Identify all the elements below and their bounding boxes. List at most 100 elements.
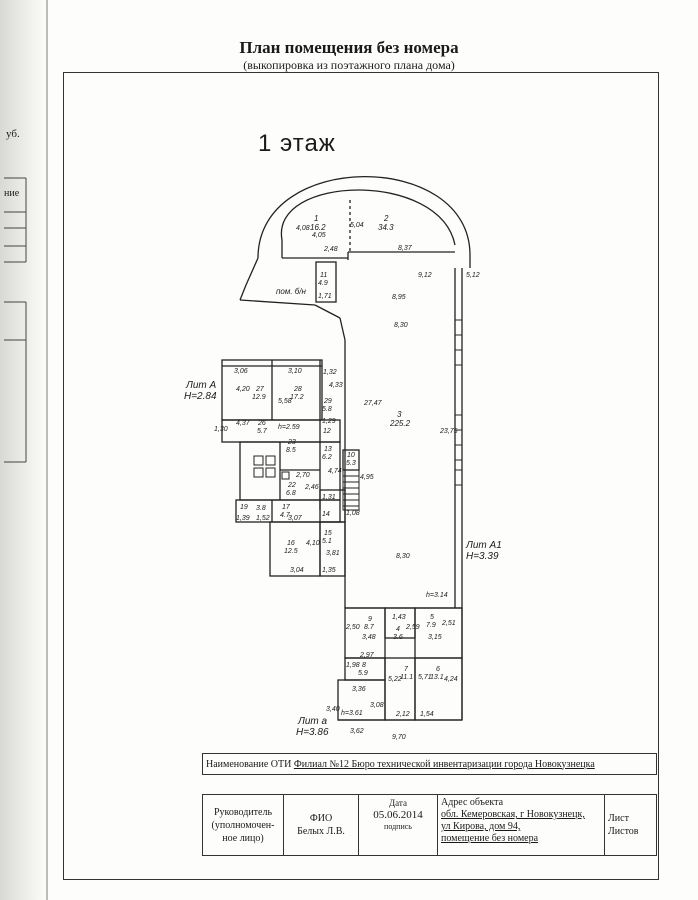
room-area: 5.7 [257,428,267,435]
room-area: 7.9 [426,622,436,629]
room-number: 13 [324,446,332,453]
room-area: 16.2 [310,223,326,232]
room-number: 17 [282,504,290,511]
stamp-head-cell: Руководитель (уполномочен- ное лицо) [202,794,284,856]
stamp-fio-cell: ФИО Белых Л.В. [283,794,359,856]
dimension: 4,05 [312,232,326,239]
stamp-sign-label: подпись [384,822,412,831]
stamp-address-line: помещение без номера [441,833,539,844]
binding-shadow [0,0,46,900]
dimension: 1,32 [323,369,337,376]
dimension: 27,47 [364,400,382,407]
room-number: 4 [396,626,400,633]
dimension: 4,33 [329,382,343,389]
room-number: 11 [320,272,328,279]
room-number: 27 [256,386,264,393]
dimension: 2,51 [442,620,456,627]
dimension: 3,40 [326,706,340,713]
stamp-head-label: ное лицо) [222,832,264,844]
dimension: 8,30 [394,322,408,329]
height-note: h=3.14 [426,592,448,599]
room-area: 6.8 [286,490,296,497]
dimension: 1,52 [256,515,270,522]
dimension: 1,35 [322,567,336,574]
height-note: h=3.61 [341,710,363,717]
dimension: 5,12 [466,272,480,279]
stamp-address-line: ул Кирова, дом 94, [441,821,521,832]
room-number: 12 [323,428,331,435]
dimension: 3,81 [326,550,340,557]
stamp-date-label: Дата [389,798,407,808]
stamp-name-cell: Наименование ОТИ Филиал №12 Бюро техниче… [202,753,657,775]
room-number: 1 [314,214,319,223]
room-area: 4.7 [280,512,290,519]
dimension: 3,62 [350,728,364,735]
dimension: 5,22 [388,676,402,683]
plan-outer-arc [257,176,471,268]
room-area: 8.7 [364,624,374,631]
dimension: 8,95 [392,294,406,301]
dimension: 5,71 [418,674,432,681]
document-subtitle: (выкопировка из поэтажного плана дома) [243,58,455,72]
room-number: 10 [347,452,355,459]
room-number: 23 [288,439,296,446]
stamp-fio-value: Белых Л.В. [297,826,345,837]
room-area: 3.8 [256,505,266,512]
room-number: 14 [322,511,330,518]
binding-edge [46,0,48,900]
dimension: 3,08 [370,702,384,709]
stamp-address-label: Адрес объекта [441,797,504,808]
room-area: 12.5 [284,548,298,555]
room-number: 7 [404,666,408,673]
lit-a-small-height: H=3.86 [296,727,329,738]
room-number: 16 [287,540,295,547]
dimension: 5,58 [278,398,292,405]
dimension: 3,07 [288,515,302,522]
dimension: 3,06 [234,368,248,375]
stamp-head-label: (уполномочен- [211,819,275,831]
dimension: 1,98 [346,662,360,669]
lit-a-label: Лит А [186,380,217,391]
dimension: 4,74 [328,468,342,475]
plan-inner-arc [280,189,456,246]
dimension: 2,48 [324,246,338,253]
dimension: 1,31 [322,494,336,501]
dimension: 2,46 [305,484,319,491]
dimension: 9,70 [392,734,406,741]
dimension: 4,10 [306,540,320,547]
room-area: 13.1 [430,674,444,681]
dimension: 1,71 [318,293,332,300]
drawing-frame [63,72,659,880]
dimension: 3,48 [362,634,376,641]
stamp-sheet-cell: Лист Листов [604,794,657,856]
dimension: 5,04 [350,222,364,229]
room-number: 3 [397,410,402,419]
dimension: 3,36 [352,686,366,693]
dimension: 2,12 [396,711,410,718]
stamp-name-row: Наименование ОТИ Филиал №12 Бюро техниче… [202,753,657,775]
room-number: 5 [430,614,434,621]
room-area: 4.9 [318,280,328,287]
document-title: План помещения без номера [239,38,459,57]
floor-label: 1 этаж [258,130,336,157]
dimension: 4,37 [236,420,250,427]
dimension: 23,75 [440,428,458,435]
lit-a-height: H=2.84 [184,391,217,402]
room-number: 8 [362,662,366,669]
room-number: 26 [258,420,266,427]
room-area: 12.9 [252,394,266,401]
dimension: 8,30 [396,553,410,560]
stamp-main-table: Руководитель (уполномочен- ное лицо) ФИО… [202,794,657,856]
dimension: 4,24 [444,676,458,683]
lit-a1-height: H=3.39 [466,551,499,562]
room-area: 5.9 [358,670,368,677]
lit-a-small-label: Лит а [298,716,328,727]
stamp-name-label: Наименование ОТИ [206,758,292,770]
dimension: 1,30 [214,426,228,433]
dimension: 3,15 [428,634,442,641]
dimension: 1,29 [322,418,336,425]
left-margin-fragment: ние [4,188,20,199]
room-number: 6 [436,666,440,673]
